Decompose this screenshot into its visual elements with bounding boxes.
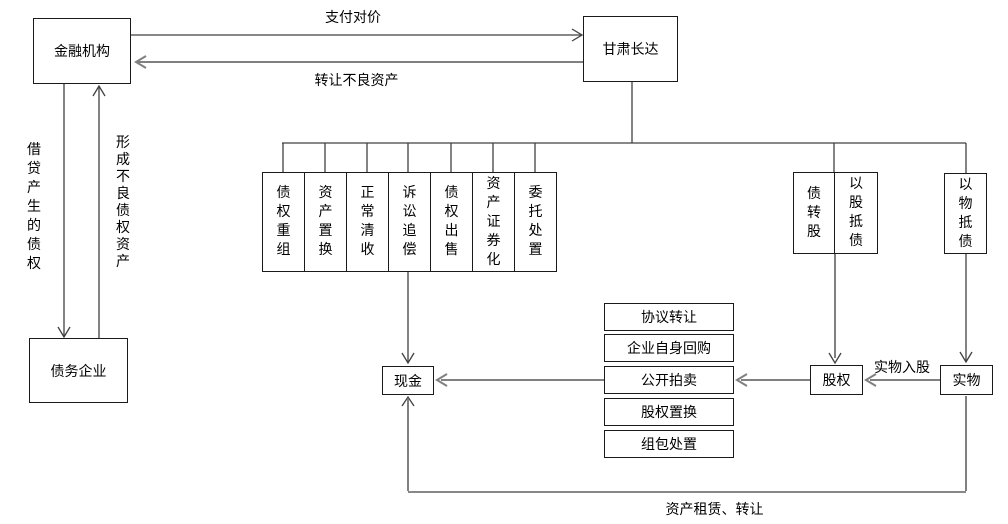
label-pay-consideration: 支付对价 bbox=[325, 10, 381, 26]
transfer-method-enterprise-buyback: 企业自身回购 bbox=[604, 334, 734, 362]
node-equity: 股权 bbox=[810, 365, 863, 395]
node-debtor-enterprise: 债务企业 bbox=[29, 338, 128, 403]
method-litigation-recovery: 诉讼追偿 bbox=[388, 172, 431, 272]
method-debt-sale: 债权出售 bbox=[430, 172, 473, 272]
label-physical-investment: 实物入股 bbox=[874, 360, 930, 376]
node-financial-institution: 金融机构 bbox=[33, 18, 131, 84]
node-debt-equity-group: 债转股 以股抵债 bbox=[793, 172, 878, 254]
transfer-method-equity-swap: 股权置换 bbox=[604, 398, 734, 426]
transfer-method-public-auction: 公开拍卖 bbox=[604, 366, 734, 394]
label-loan-claims: 借贷产生的债权 bbox=[27, 142, 41, 272]
node-physical-asset: 实物 bbox=[940, 365, 993, 395]
method-asset-swap: 资产置换 bbox=[304, 172, 347, 272]
label-asset-lease-transfer: 资产租赁、转让 bbox=[665, 502, 764, 518]
label-form-npa: 形成不良债权资产 bbox=[116, 135, 130, 270]
node-goods-offset-debt: 以物抵债 bbox=[944, 173, 987, 254]
method-normal-collection: 正常清收 bbox=[346, 172, 389, 272]
method-entrusted-disposal: 委托处置 bbox=[514, 172, 557, 272]
node-gansu-changda: 甘肃长达 bbox=[583, 16, 678, 82]
method-asset-securitization: 资产证券化 bbox=[472, 172, 515, 272]
node-cash: 现金 bbox=[382, 366, 434, 395]
node-debt-to-equity: 债转股 bbox=[793, 172, 835, 254]
disposal-methods-row: 债权重组 资产置换 正常清收 诉讼追偿 债权出售 资产证券化 委托处置 bbox=[262, 172, 557, 272]
node-equity-offsets-debt: 以股抵债 bbox=[834, 172, 878, 254]
transfer-method-agreement-transfer: 协议转让 bbox=[604, 303, 734, 331]
label-transfer-npa: 转让不良资产 bbox=[314, 73, 399, 89]
method-debt-restructuring: 债权重组 bbox=[262, 172, 305, 272]
transfer-method-package-disposal: 组包处置 bbox=[604, 430, 734, 458]
